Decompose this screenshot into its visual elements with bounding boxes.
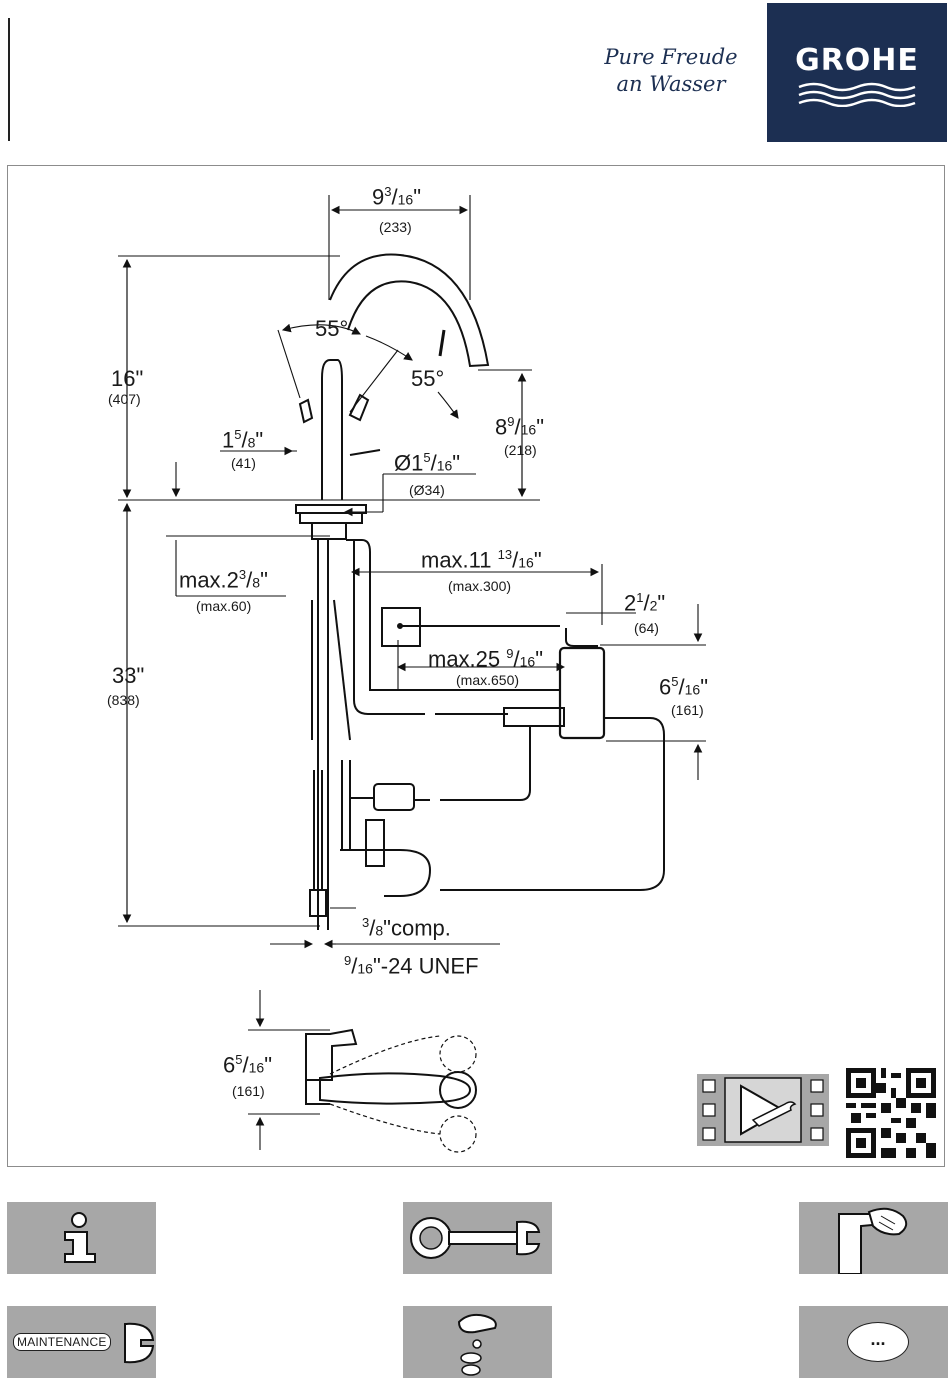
dim-six-a: 65/16": [659, 675, 708, 698]
dim-whole: 9: [372, 184, 384, 209]
dim-text: "-24 UNEF: [373, 953, 479, 978]
dim-height-total: 16": [111, 368, 143, 390]
dim-six-b: 65/16": [223, 1053, 272, 1076]
dim-den: 16: [249, 1059, 265, 1075]
dim-unef: 9/16"-24 UNEF: [344, 954, 479, 977]
dim-spout-height: 89/16": [495, 415, 544, 438]
dim-unit: ": [536, 414, 544, 439]
dim-unit: ": [657, 590, 665, 615]
qr-code-icon[interactable]: [846, 1068, 936, 1158]
dim-num: 1: [636, 590, 643, 605]
dim-unit: ": [135, 366, 143, 391]
dim-den: 16: [520, 653, 536, 669]
dim-num: 5: [234, 427, 241, 442]
info-button[interactable]: [7, 1202, 156, 1274]
dim-unit: ": [413, 184, 421, 209]
dim-unit: ": [535, 646, 543, 671]
dim-prefix: max.11: [421, 547, 492, 572]
dim-unit: ": [534, 547, 542, 572]
dim-lever-offset: 15/8": [222, 428, 263, 451]
dim-den: 16: [437, 457, 453, 473]
dim-unit: ": [264, 1052, 272, 1077]
spare-parts-button[interactable]: [403, 1306, 552, 1378]
dim-whole: 1: [222, 427, 234, 452]
dim-unit: ": [136, 663, 144, 688]
dim-max-2: max.23/8": [179, 568, 268, 591]
installation-button[interactable]: [403, 1202, 552, 1274]
dim-prefix: Ø1: [394, 450, 423, 475]
dim-whole: 16: [111, 366, 135, 391]
maintenance-icon: [7, 1306, 156, 1378]
dim-whole: 2: [624, 590, 636, 615]
dim-max-2-mm: (max.60): [196, 599, 251, 613]
dim-unit: ": [260, 567, 268, 592]
dim-unit: ": [452, 450, 460, 475]
dim-prefix: max.25: [428, 646, 500, 671]
dim-prefix: max.2: [179, 567, 239, 592]
dim-swivel-right: 55°: [411, 368, 444, 390]
dim-den: 16: [398, 191, 414, 207]
dim-num: 9: [344, 953, 351, 968]
dim-spout-reach-mm: (233): [379, 220, 412, 234]
dim-lever-offset-mm: (41): [231, 456, 256, 470]
dim-den: 16: [685, 681, 701, 697]
dim-swivel-left: 55°: [315, 318, 348, 340]
dim-height-33: 33": [112, 665, 144, 687]
dim-num: 13: [498, 547, 512, 562]
dim-comp: 3/8"comp.: [362, 916, 451, 939]
dim-num: 9: [507, 414, 514, 429]
info-icon: [7, 1202, 156, 1274]
dim-spout-height-mm: (218): [504, 443, 537, 457]
dim-whole: 33: [112, 663, 136, 688]
dim-max-25-mm: (max.650): [456, 673, 519, 687]
dim-spout-reach: 93/16": [372, 185, 421, 208]
dim-two-half: 21/2": [624, 591, 665, 614]
dim-max-11-mm: (max.300): [448, 579, 511, 593]
dim-max-11: max.11 13/16": [421, 548, 542, 571]
dim-den: 16: [521, 421, 537, 437]
dim-num: 3: [384, 184, 391, 199]
more-button[interactable]: ...: [799, 1306, 948, 1378]
dim-unit: ": [700, 674, 708, 699]
dim-num: 5: [235, 1052, 242, 1067]
dim-whole: 6: [223, 1052, 235, 1077]
cleaning-icon: [799, 1202, 948, 1274]
dim-height-33-mm: (838): [107, 693, 140, 707]
dim-num: 5: [671, 674, 678, 689]
maintenance-button[interactable]: MAINTENANCE: [7, 1306, 156, 1378]
dim-den: 16: [518, 554, 534, 570]
dim-num: 9: [506, 646, 513, 661]
video-icon[interactable]: [697, 1074, 829, 1146]
more-icon: ...: [847, 1322, 909, 1362]
dim-den: 8: [375, 922, 383, 938]
dim-text: "comp.: [383, 915, 451, 940]
dim-diameter-mm: (Ø34): [409, 483, 445, 497]
dim-num: 3: [362, 915, 369, 930]
dim-num: 5: [423, 450, 430, 465]
dim-two-half-mm: (64): [634, 621, 659, 635]
dim-six-b-mm: (161): [232, 1084, 265, 1098]
dim-height-total-mm: (407): [108, 392, 141, 406]
dim-den: 16: [357, 960, 373, 976]
spare-parts-icon: [403, 1306, 552, 1378]
dim-num: 3: [239, 567, 246, 582]
cleaning-button[interactable]: [799, 1202, 948, 1274]
dim-den: 8: [252, 574, 260, 590]
dim-unit: ": [255, 427, 263, 452]
dim-max-25: max.25 9/16": [428, 647, 543, 670]
dim-diameter: Ø15/16": [394, 451, 460, 474]
dim-whole: 8: [495, 414, 507, 439]
dim-whole: 6: [659, 674, 671, 699]
dim-six-a-mm: (161): [671, 703, 704, 717]
wrench-icon: [403, 1202, 552, 1274]
